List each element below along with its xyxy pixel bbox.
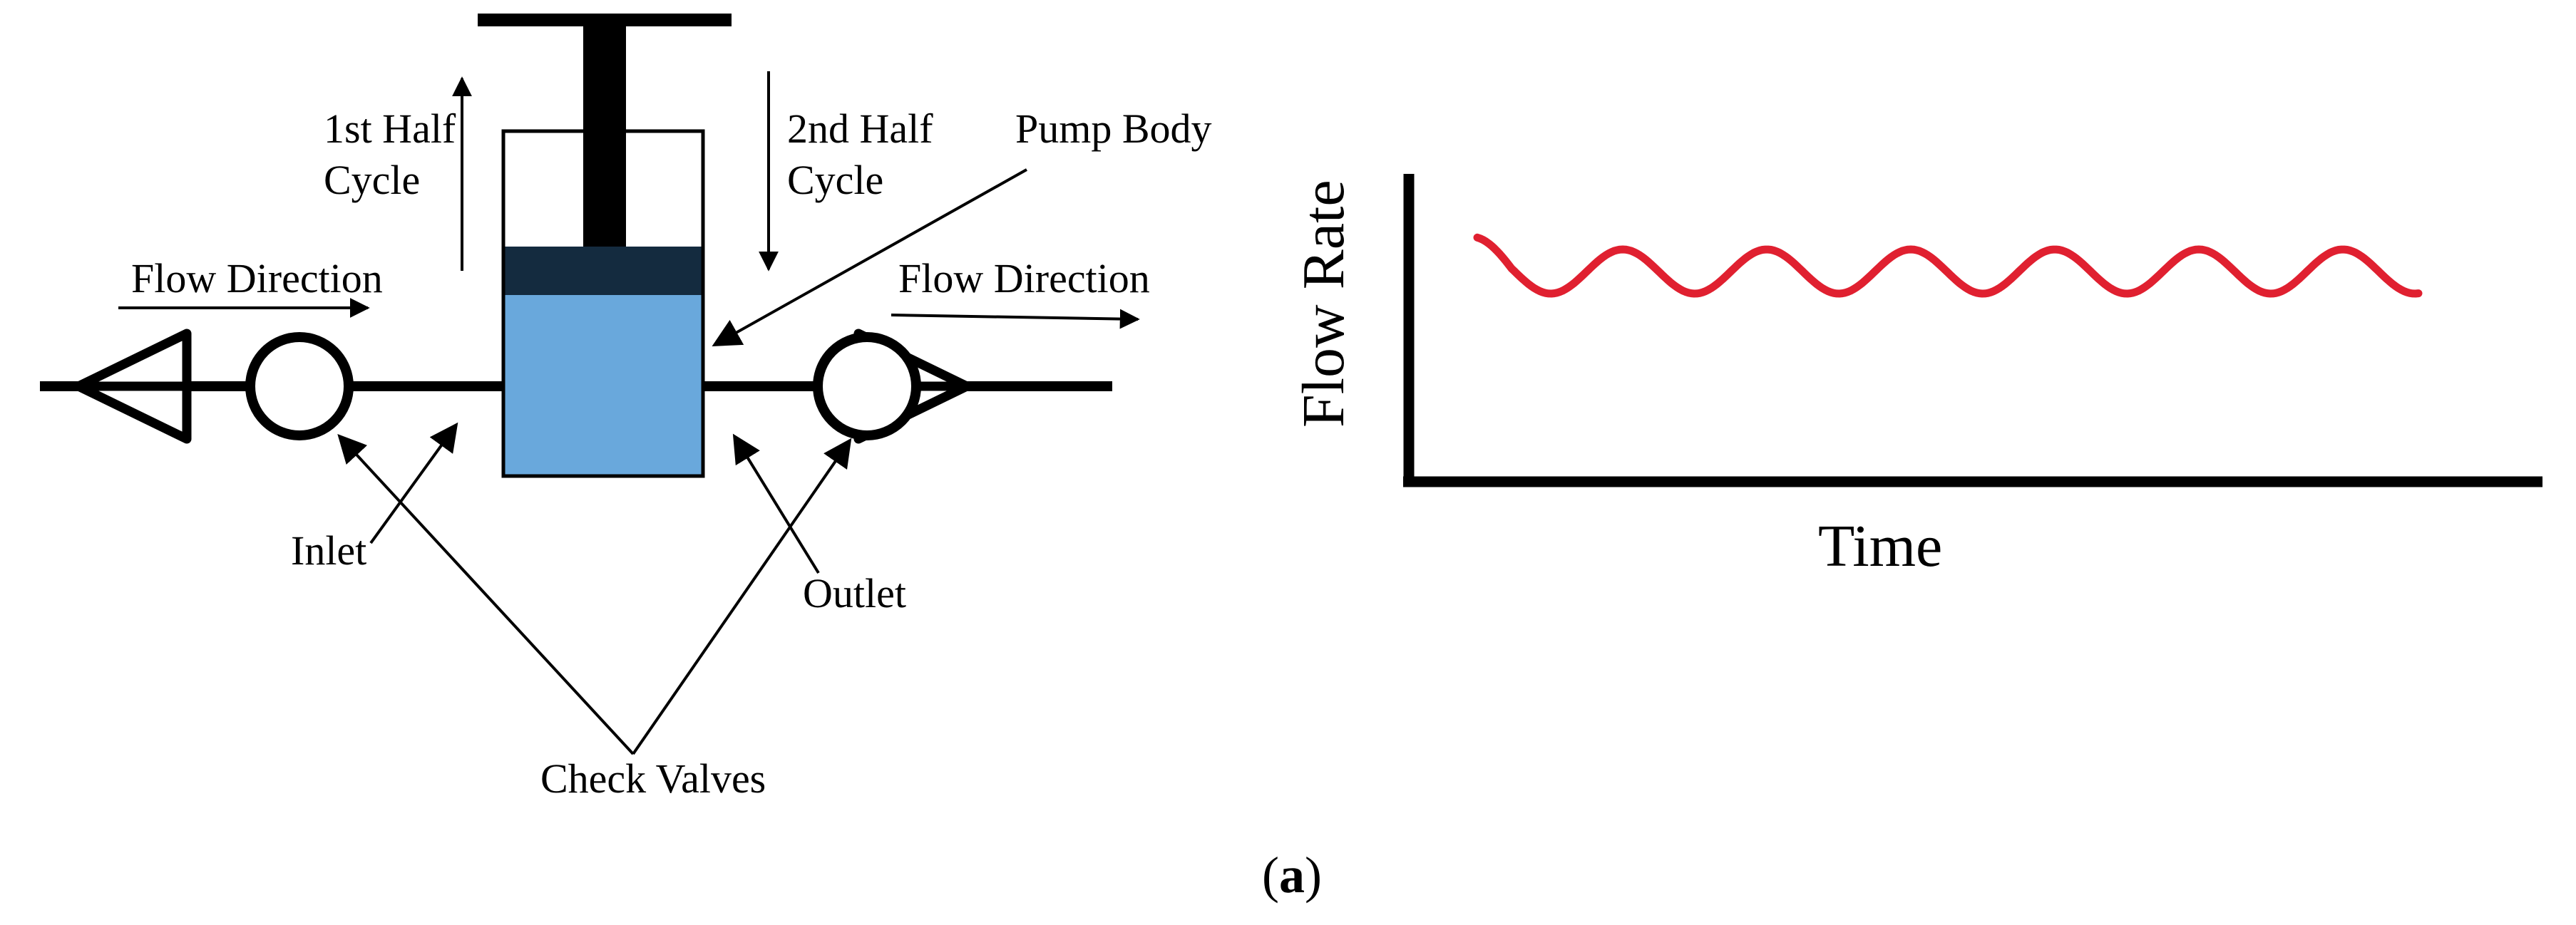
pump-fluid xyxy=(503,294,703,476)
flow-rate-curve xyxy=(1473,233,2423,298)
piston-head xyxy=(503,247,703,295)
pump-diagram: 1st Half Cycle 2nd Half Cycle Pump Body … xyxy=(40,14,1212,802)
pump-body xyxy=(501,129,705,478)
first-half-cycle-label-line1: 1st Half xyxy=(324,105,456,152)
caption-open-paren: ( xyxy=(1262,847,1279,904)
pump-body-pointer xyxy=(712,168,1027,346)
caption-close-paren: ) xyxy=(1305,847,1322,904)
flow-rate-chart: Flow Rate Time xyxy=(1290,174,2542,579)
caption-letter: a xyxy=(1279,847,1305,904)
first-half-cycle-label-line2: Cycle xyxy=(324,157,420,203)
check-valves-label: Check Valves xyxy=(540,755,766,802)
figure-caption: (a) xyxy=(1262,847,1322,904)
flow-direction-left-label: Flow Direction xyxy=(131,255,383,301)
second-half-cycle-label-line1: 2nd Half xyxy=(787,105,933,152)
flow-direction-right-label: Flow Direction xyxy=(898,255,1150,301)
outlet-label: Outlet xyxy=(803,570,906,616)
flow-direction-right-arrow xyxy=(891,309,1140,329)
x-axis-label: Time xyxy=(1818,513,1942,579)
check-valves-pointer-left xyxy=(337,434,635,755)
check-valves-pointer-right xyxy=(632,438,852,755)
outlet-pointer xyxy=(732,433,820,574)
second-half-cycle-label-line2: Cycle xyxy=(787,157,883,203)
pump-body-label: Pump Body xyxy=(1015,105,1212,152)
inlet-check-valve xyxy=(73,329,354,444)
outlet-check-valve xyxy=(813,329,972,444)
y-axis-label: Flow Rate xyxy=(1290,180,1357,428)
inlet-pointer xyxy=(369,422,458,544)
inlet-label: Inlet xyxy=(291,527,366,574)
piston-rod xyxy=(583,20,626,249)
